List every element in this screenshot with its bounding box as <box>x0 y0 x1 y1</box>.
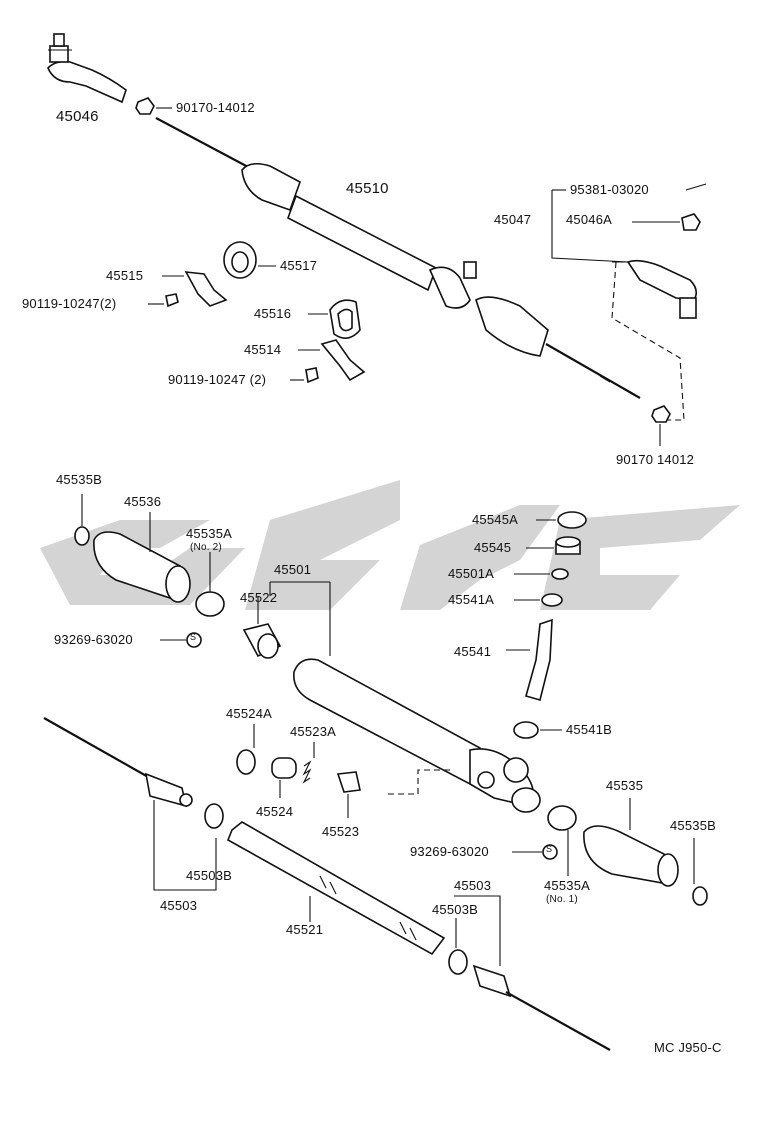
label-45501A: 45501A <box>448 566 495 581</box>
label-45541: 45541 <box>454 644 492 659</box>
symbol-s-left-text: S <box>190 632 197 642</box>
label-no1: (No. 1) <box>546 894 578 905</box>
clip-45535B-left <box>74 494 90 546</box>
spring-parts <box>236 724 361 818</box>
label-45524: 45524 <box>256 804 294 819</box>
pinion-parts <box>506 511 587 739</box>
symbol-s-right-text: S <box>546 844 553 854</box>
label-93269-right: 93269-63020 <box>410 844 489 859</box>
nut-top <box>135 97 172 115</box>
bracket-45047 <box>551 189 685 421</box>
bracket-45514 <box>290 339 366 384</box>
bushing-45516 <box>308 299 361 339</box>
label-90119-b: 90119-10247 (2) <box>168 372 267 387</box>
label-45047: 45047 <box>494 212 532 227</box>
label-95381: 95381-03020 <box>570 182 649 197</box>
label-45523: 45523 <box>322 824 360 839</box>
label-90170-bottom: 90170 14012 <box>616 452 695 467</box>
label-45046: 45046 <box>56 108 99 125</box>
label-45517: 45517 <box>280 258 318 273</box>
label-45524A: 45524A <box>226 706 273 721</box>
nut-bottom <box>651 405 671 446</box>
label-45503-left: 45503 <box>160 898 198 913</box>
label-45514: 45514 <box>244 342 282 357</box>
label-45545A: 45545A <box>472 512 519 527</box>
label-45046A: 45046A <box>566 212 613 227</box>
label-45535B-right: 45535B <box>670 818 717 833</box>
watermark <box>40 480 740 610</box>
label-45545: 45545 <box>474 540 512 555</box>
tie-rod-end-right <box>612 183 707 319</box>
reference-code: MC J950-C <box>654 1040 722 1055</box>
label-45535A-right: 45535A <box>544 878 591 893</box>
symbol-s-left <box>160 632 202 648</box>
label-45503B-left: 45503B <box>186 868 233 883</box>
label-45535: 45535 <box>606 778 644 793</box>
bushing-45522 <box>242 596 282 659</box>
right-boot-set <box>512 798 708 906</box>
label-45535B-left: 45535B <box>56 472 103 487</box>
rack-end-left <box>43 717 224 891</box>
label-45510: 45510 <box>346 180 389 197</box>
tie-rod-end-left <box>47 33 127 104</box>
label-90170-top: 90170-14012 <box>176 100 255 115</box>
label-90119-a: 90119-10247(2) <box>22 296 117 311</box>
label-45503B-right: 45503B <box>432 902 479 917</box>
label-no2: (No. 2) <box>190 542 222 553</box>
clamp-45535A-no2 <box>195 552 225 617</box>
label-45516: 45516 <box>254 306 292 321</box>
rack-housing-45510 <box>155 117 641 399</box>
label-45501: 45501 <box>274 562 312 577</box>
rack-end-right <box>448 895 611 1051</box>
label-45522: 45522 <box>240 590 278 605</box>
bushing-45517 <box>223 241 276 279</box>
label-45541A: 45541A <box>448 592 495 607</box>
label-45536: 45536 <box>124 494 162 509</box>
label-45523A: 45523A <box>290 724 337 739</box>
label-45541B: 45541B <box>566 722 613 737</box>
rack-45521 <box>226 821 446 956</box>
label-45535A-left: 45535A <box>186 526 233 541</box>
bracket-45515 <box>148 271 228 308</box>
label-93269-left: 93269-63020 <box>54 632 133 647</box>
label-45503-right: 45503 <box>454 878 492 893</box>
boot-45536 <box>93 512 191 603</box>
housing-45501 <box>269 581 541 813</box>
label-45515: 45515 <box>106 268 144 283</box>
label-45521: 45521 <box>286 922 324 937</box>
